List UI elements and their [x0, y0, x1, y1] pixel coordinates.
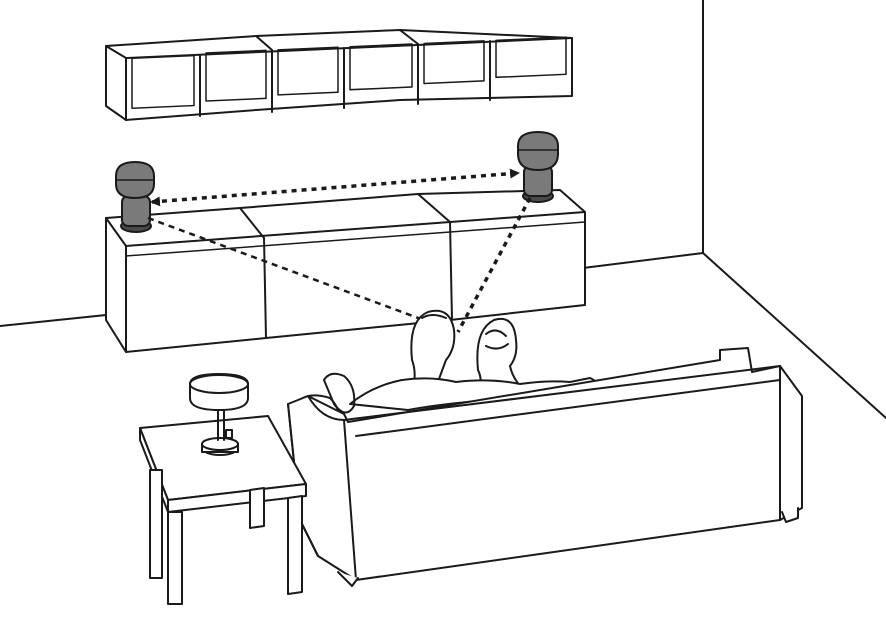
listener-icon: [476, 318, 521, 389]
wall-shelf-icon: [105, 29, 573, 121]
listener-icon: [410, 309, 456, 385]
sofa-icon: [287, 347, 803, 587]
speaker-icon: [517, 130, 559, 203]
table-lamp-icon: [189, 373, 249, 456]
speaker-icon: [115, 160, 155, 233]
side-table-icon: [139, 415, 307, 605]
room-outline: [0, 0, 886, 419]
stereo-pair-arrow: [150, 168, 520, 207]
